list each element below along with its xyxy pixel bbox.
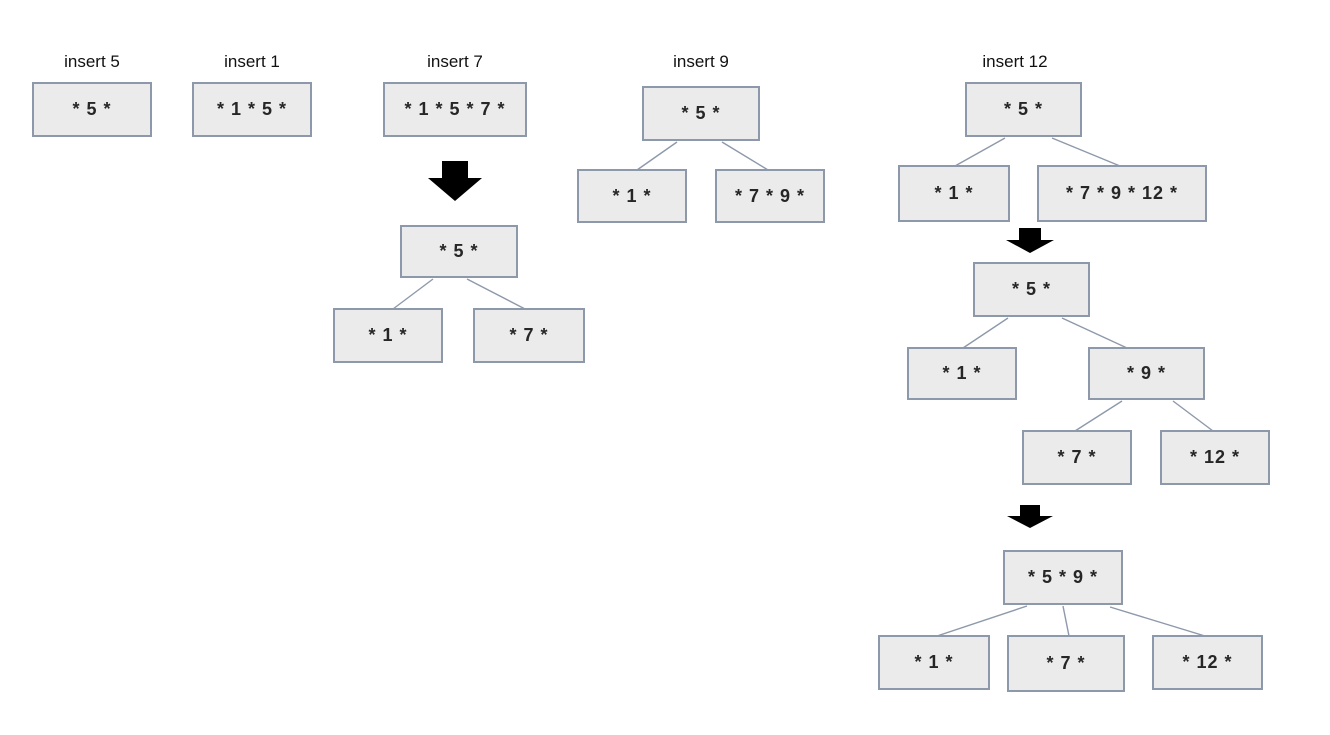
- node-insert12-t2-left: * 1 *: [907, 347, 1017, 400]
- insert12-tree2-left-edge: [962, 317, 1009, 349]
- insert9-right-edge: [721, 141, 769, 171]
- step-label-insert-12: insert 12: [982, 52, 1048, 71]
- insert12-tree1-right-edge: [1051, 137, 1121, 167]
- node-insert12-t1-left: * 1 *: [898, 165, 1010, 222]
- node-insert5-root: * 5 *: [32, 82, 152, 137]
- insert9-left-edge: [636, 141, 678, 171]
- node-insert12-t2-right-left: * 7 *: [1022, 430, 1132, 485]
- node-insert12-t3-child1: * 1 *: [878, 635, 990, 690]
- node-insert7-right: * 7 *: [473, 308, 585, 363]
- node-insert7-root: * 5 *: [400, 225, 518, 278]
- node-insert1-root: * 1 * 5 *: [192, 82, 312, 137]
- node-insert12-t2-right-right: * 12 *: [1160, 430, 1270, 485]
- insert12-tree1-left-edge: [954, 137, 1006, 167]
- insert12-tree3-middle-edge: [1062, 605, 1070, 637]
- insert12-tree3-right-edge: [1109, 606, 1206, 637]
- node-insert12-t3-root: * 5 * 9 *: [1003, 550, 1123, 605]
- node-insert12-t3-child3: * 12 *: [1152, 635, 1263, 690]
- insert7-down-arrow-icon: [428, 161, 482, 201]
- step-label-insert-1: insert 1: [224, 52, 280, 71]
- step-label-insert-9: insert 9: [673, 52, 729, 71]
- insert7-left-edge: [392, 278, 434, 310]
- node-insert9-right: * 7 * 9 *: [715, 169, 825, 223]
- node-insert12-t2-root: * 5 *: [973, 262, 1090, 317]
- node-insert9-root: * 5 *: [642, 86, 760, 141]
- node-insert12-t1-right: * 7 * 9 * 12 *: [1037, 165, 1207, 222]
- node-insert12-t3-child2: * 7 *: [1007, 635, 1125, 692]
- insert12-down-arrow-1-icon: [1006, 228, 1054, 253]
- step-label-insert-5: insert 5: [64, 52, 120, 71]
- insert12-down-arrow-2-icon: [1007, 505, 1053, 528]
- insert12-tree3-left-edge: [936, 605, 1028, 637]
- node-insert9-left: * 1 *: [577, 169, 687, 223]
- insert12-tree2-right-right-edge: [1172, 400, 1214, 432]
- node-insert12-t2-right: * 9 *: [1088, 347, 1205, 400]
- node-insert7-overflow: * 1 * 5 * 7 *: [383, 82, 527, 137]
- insert12-tree2-right-left-edge: [1074, 400, 1123, 432]
- node-insert7-left: * 1 *: [333, 308, 443, 363]
- insert12-tree2-right-edge: [1061, 317, 1128, 349]
- step-label-insert-7: insert 7: [427, 52, 483, 71]
- node-insert12-t1-root: * 5 *: [965, 82, 1082, 137]
- insert7-right-edge: [466, 278, 526, 310]
